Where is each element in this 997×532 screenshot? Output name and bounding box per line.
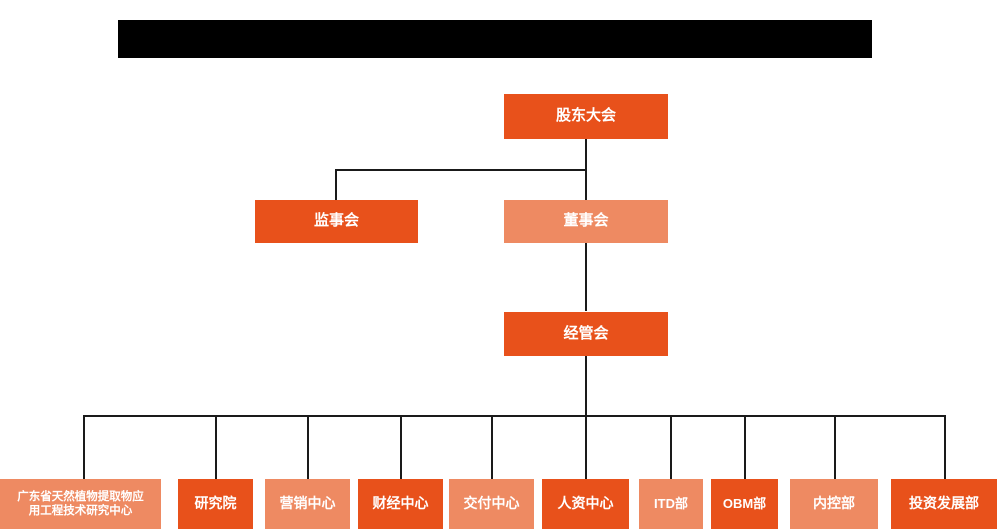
node-label-line-2: 用工程技术研究中心 xyxy=(28,505,133,517)
node-board-of-supervisors[interactable]: 监事会 xyxy=(255,200,418,243)
node-label: OBM部 xyxy=(722,495,767,511)
node-label: ITD部 xyxy=(654,495,688,511)
node-itd-dept[interactable]: ITD部 xyxy=(639,479,703,529)
node-finance-center[interactable]: 财经中心 xyxy=(358,479,443,529)
node-label: 股东大会 xyxy=(555,107,616,125)
node-label: 经管会 xyxy=(563,324,609,342)
node-internal-control-dept[interactable]: 内控部 xyxy=(790,479,878,529)
node-hr-center[interactable]: 人资中心 xyxy=(542,479,629,529)
connector-drop-internal-control-dept xyxy=(834,415,836,479)
node-label: 研究院 xyxy=(194,495,237,512)
node-delivery-center[interactable]: 交付中心 xyxy=(449,479,534,529)
redacted-title-bar xyxy=(118,20,872,58)
connector-drop-hr-center xyxy=(585,415,587,479)
node-label: 董事会 xyxy=(563,212,609,230)
connector-drop-marketing-center xyxy=(307,415,309,479)
node-management-committee[interactable]: 经管会 xyxy=(504,312,668,356)
node-label: 投资发展部 xyxy=(909,495,979,512)
connector-drop-obm-dept xyxy=(744,415,746,479)
node-marketing-center[interactable]: 营销中心 xyxy=(265,479,350,529)
connector-drop-itd-dept xyxy=(670,415,672,479)
connector-shareholders-branch xyxy=(336,169,587,171)
node-obm-dept[interactable]: OBM部 xyxy=(711,479,778,529)
node-label: 财经中心 xyxy=(372,495,429,512)
node-label: 人资中心 xyxy=(557,495,614,512)
node-label: 监事会 xyxy=(313,212,359,230)
connector-drop-finance-center xyxy=(400,415,402,479)
node-research-institute[interactable]: 研究院 xyxy=(178,479,253,529)
node-board-of-directors[interactable]: 董事会 xyxy=(504,200,668,243)
node-investment-development-dept[interactable]: 投资发展部 xyxy=(891,479,997,529)
connector-drop-investment-development-dept xyxy=(944,415,946,479)
node-label: 内控部 xyxy=(813,495,855,512)
connector-directors-to-management xyxy=(585,242,587,311)
node-label: 营销中心 xyxy=(279,495,336,512)
node-shareholders-meeting[interactable]: 股东大会 xyxy=(504,94,668,139)
connector-bottom-bus xyxy=(83,415,945,417)
node-guangdong-research-center[interactable]: 广东省天然植物提取物应 用工程技术研究中心 xyxy=(0,479,161,529)
connector-drop-research-center xyxy=(83,415,85,479)
node-label: 交付中心 xyxy=(463,495,520,512)
connector-management-to-bus xyxy=(585,355,587,416)
connector-supervisors-drop xyxy=(335,169,337,201)
connector-drop-research-institute xyxy=(215,415,217,479)
node-label-line-1: 广东省天然植物提取物应 xyxy=(17,490,144,503)
connector-drop-delivery-center xyxy=(491,415,493,479)
